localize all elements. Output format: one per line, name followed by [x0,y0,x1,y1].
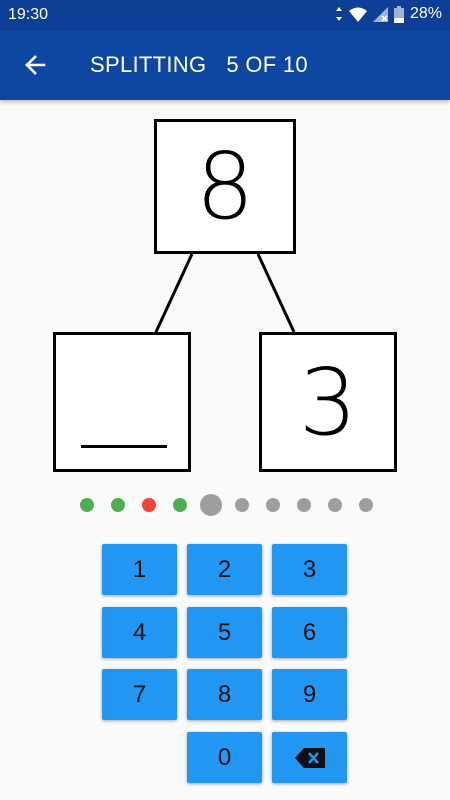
progress-dot-3 [142,498,156,512]
toolbar: SPLITTING 5 OF 10 [0,30,450,100]
keypad: 1 2 3 4 5 6 7 8 9 0 [0,544,450,788]
status-icons: 28% [335,5,442,23]
backspace-button[interactable] [272,732,347,783]
progress-dot-7 [266,498,280,512]
battery-icon [393,5,404,23]
key-8[interactable]: 8 [187,669,262,720]
arrow-left-icon [25,55,46,75]
progress-dot-6 [235,498,249,512]
answer-blank [81,445,167,448]
known-part-box: 3 [259,332,397,472]
bond-lines [154,253,296,333]
progress-dot-9 [328,498,342,512]
cell-signal-off-icon [372,6,388,22]
progress-dots [0,493,450,517]
status-bar: 19:30 28% [0,0,450,30]
progress-counter: 5 OF 10 [226,52,308,77]
key-2[interactable]: 2 [187,544,262,595]
key-7[interactable]: 7 [102,669,177,720]
number-bond: 8 3 [0,100,450,490]
key-6[interactable]: 6 [272,607,347,658]
wifi-icon [348,7,367,22]
bond-line-left [154,253,194,333]
back-button[interactable] [18,48,52,82]
title-text: SPLITTING [90,52,207,77]
progress-dot-8 [297,498,311,512]
whole-box: 8 [154,119,296,254]
progress-dot-1 [80,498,94,512]
status-time: 19:30 [8,6,49,23]
key-4[interactable]: 4 [102,607,177,658]
key-1[interactable]: 1 [102,544,177,595]
data-arrows-icon [335,6,343,22]
progress-dot-10 [359,498,373,512]
battery-percent: 28% [409,5,442,22]
key-9[interactable]: 9 [272,669,347,720]
page-title: SPLITTING 5 OF 10 [90,52,308,78]
progress-dot-2 [111,498,125,512]
key-3[interactable]: 3 [272,544,347,595]
missing-part-box[interactable] [53,332,191,472]
backspace-icon [294,747,325,768]
progress-dot-4 [173,498,187,512]
key-0[interactable]: 0 [187,732,262,783]
progress-dot-5 [200,494,222,516]
key-5[interactable]: 5 [187,607,262,658]
bond-line-right [256,253,296,333]
